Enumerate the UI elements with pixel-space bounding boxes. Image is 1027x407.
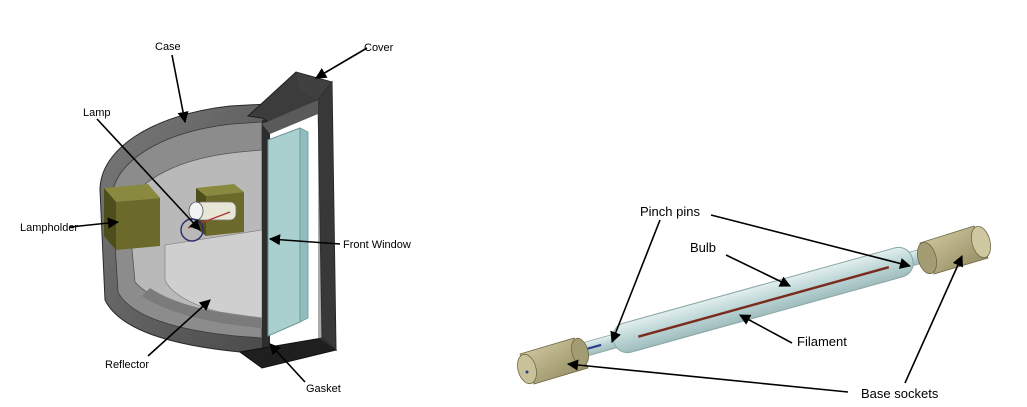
- label-base-sockets: Base sockets: [861, 386, 939, 401]
- label-cover: Cover: [364, 42, 394, 54]
- front-window-glass: [267, 127, 301, 337]
- lampholder-block: [104, 184, 160, 250]
- base-socket-right: [916, 225, 992, 275]
- label-lamp: Lamp: [83, 107, 111, 119]
- label-front-window: Front Window: [343, 239, 411, 251]
- lamp-housing-illustration: [99, 71, 338, 369]
- reflector-lip: [142, 288, 262, 328]
- label-reflector: Reflector: [105, 359, 149, 371]
- label-case: Case: [155, 41, 181, 53]
- label-lampholder: Lampholder: [20, 222, 78, 234]
- label-filament: Filament: [797, 334, 847, 349]
- lamp-assembly-illustration: [517, 225, 992, 385]
- reflector-floor: [164, 229, 263, 319]
- base-socket-left: [517, 337, 589, 385]
- left-callout-arrows: [69, 47, 368, 383]
- front-window-edge: [299, 127, 309, 323]
- label-gasket: Gasket: [306, 383, 341, 395]
- label-bulb: Bulb: [690, 240, 716, 255]
- cover-frame: [238, 71, 338, 369]
- right-callout-arrows: [566, 214, 963, 393]
- lamp-tube: [187, 201, 237, 229]
- filament-wire: [637, 266, 890, 338]
- gasket-strip: [262, 120, 270, 350]
- cover-inner-rim: [262, 100, 318, 134]
- bulb-body: [612, 246, 914, 354]
- label-pinch-pins: Pinch pins: [640, 204, 700, 219]
